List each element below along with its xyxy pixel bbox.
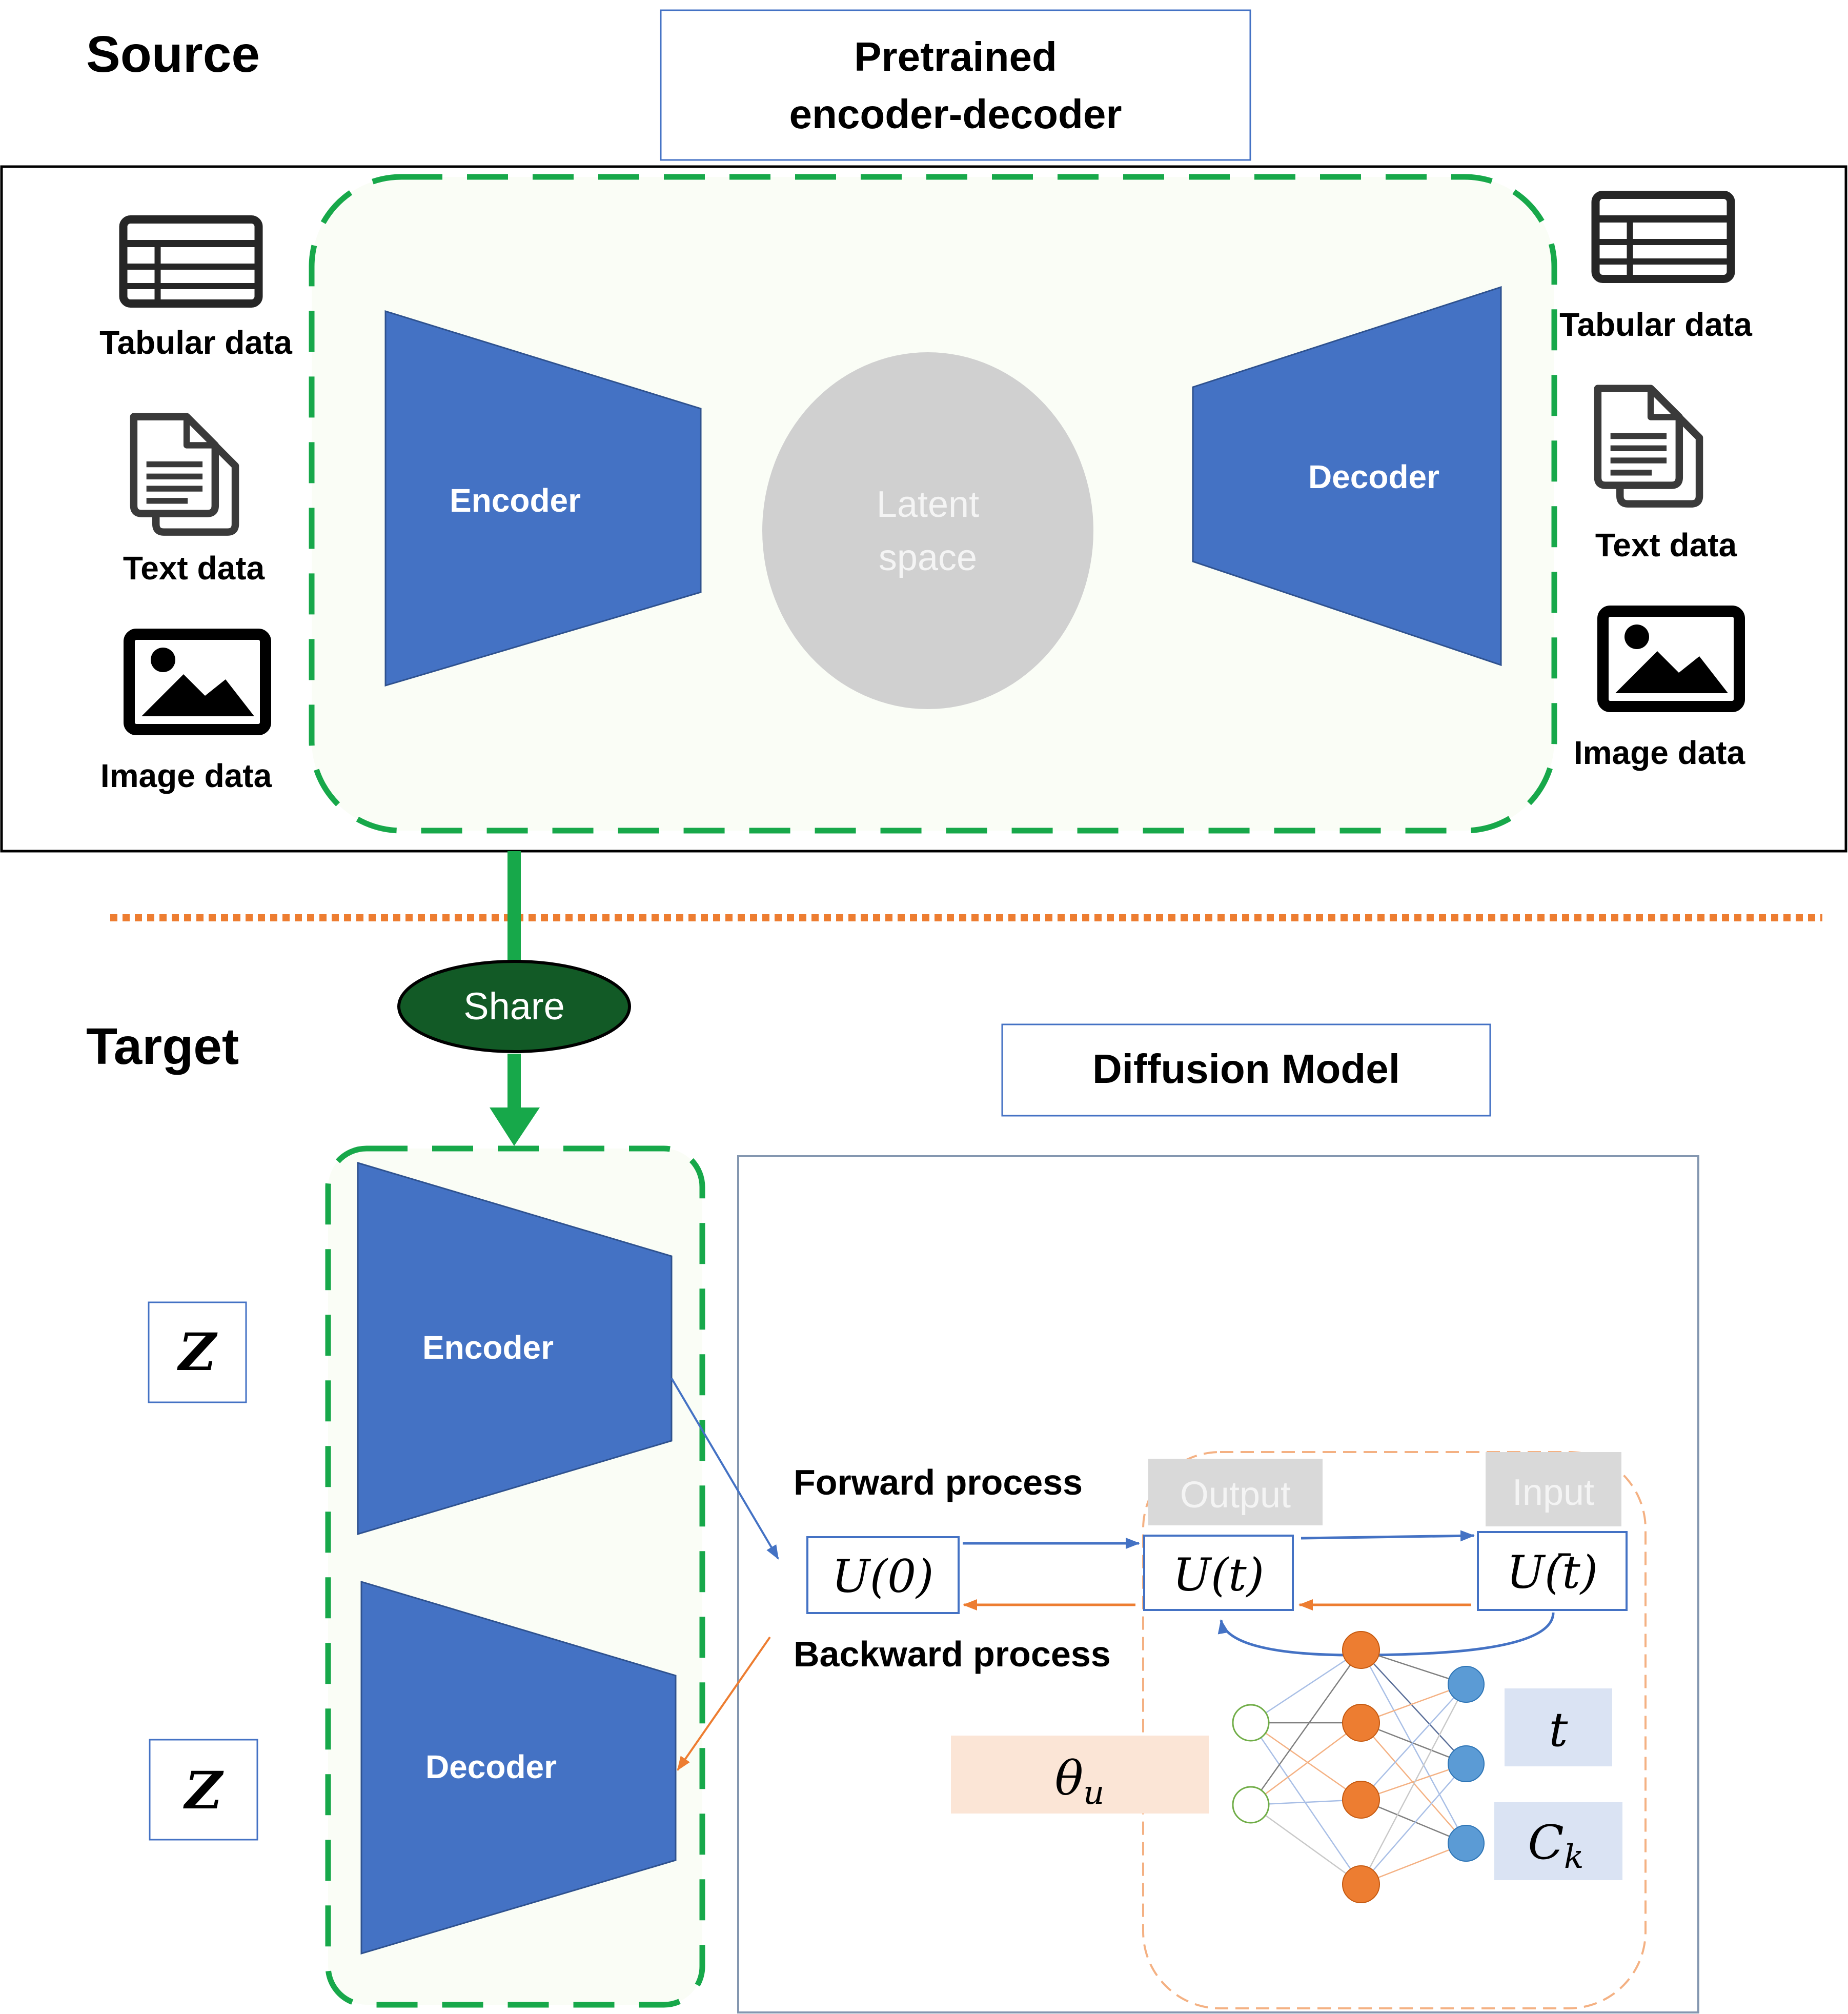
theta-sub: u [1083,1774,1104,1812]
ubar-suffix: ) [1579,1546,1598,1599]
hidden-node-1 [1342,1631,1380,1669]
u0-label: U(0) [832,1550,934,1603]
target-encoder-label: Encoder [422,1329,554,1366]
source-input-tabular-label: Tabular data [99,324,292,361]
share-arrowhead [490,1107,540,1146]
output-node-1 [1448,1666,1485,1703]
target-decoder-label: Decoder [425,1748,557,1785]
input-node-2 [1232,1786,1270,1824]
source-encoder-label: Encoder [450,482,581,519]
source-encoder-shape [384,310,702,687]
backward-process-label: Backward process [794,1634,1111,1674]
pretrained-title-line2: encoder-decoder [789,91,1122,137]
forward-arrow-ut-ubar [1301,1530,1475,1542]
share-oval [397,960,631,1053]
z-label-bottom: Z [183,1760,225,1821]
input-node-1 [1232,1704,1270,1742]
target-encoder-shape [357,1161,673,1536]
hidden-node-4 [1342,1865,1380,1903]
z-label-top: Z [177,1322,218,1382]
ubar-label: U(t) [1507,1546,1598,1599]
output-tag-bg [1148,1459,1323,1525]
target-heading: Target [86,1018,239,1075]
ck-base: C [1528,1815,1563,1870]
theta-label: θu [1055,1751,1105,1812]
z-box-top: Z [148,1301,247,1403]
theta-base: θ [1055,1751,1083,1806]
source-heading: Source [86,26,260,83]
input-tag: Input [1512,1472,1594,1513]
source-input-image-label: Image data [100,757,272,794]
z-box-bottom: Z [149,1739,258,1841]
encoder-to-u0-arrow [671,1377,779,1560]
latent-space [762,352,1093,709]
ubar-prefix: U( [1507,1546,1563,1599]
backward-to-decoder-arrow [677,1636,771,1771]
neural-network [1232,1631,1485,1903]
latent-space-label-line2: space [879,537,977,578]
image-icon [1603,611,1739,707]
latent-space-label-line1: Latent [877,484,979,525]
diffusion-title-box: Diffusion Model [1001,1023,1491,1117]
ubar-box [1477,1531,1628,1611]
ck-param-label: Ck [1528,1815,1583,1876]
output-node-2 [1448,1745,1485,1782]
diffusion-title: Diffusion Model [1092,1046,1400,1092]
source-output-text-label: Text data [1595,527,1737,563]
u0-box [806,1536,960,1614]
pretrained-title-box: Pretrained encoder-decoder [660,9,1251,161]
output-tag: Output [1180,1475,1291,1516]
t-param-label: t [1549,1702,1569,1757]
share-label: Share [463,985,564,1028]
ck-param-box [1494,1802,1622,1880]
source-input-text-label: Text data [123,550,265,587]
ck-sub: k [1564,1838,1584,1876]
source-decoder-label: Decoder [1308,458,1439,495]
source-decoder-shape [1192,286,1502,667]
ut-box [1143,1535,1294,1611]
hidden-node-3 [1342,1781,1380,1819]
ut-label: U(t) [1173,1548,1264,1601]
theta-box [951,1736,1209,1814]
image-icon [129,634,266,730]
output-node-3 [1448,1825,1485,1862]
t-param-box [1505,1688,1612,1766]
input-tag-bg [1486,1452,1621,1526]
source-output-tabular-label: Tabular data [1559,306,1752,343]
source-output-image-label: Image data [1574,734,1745,771]
pretrained-title-line1: Pretrained [854,34,1057,79]
target-decoder-shape [360,1580,677,1955]
forward-process-label: Forward process [794,1462,1083,1502]
hidden-node-2 [1342,1704,1380,1742]
